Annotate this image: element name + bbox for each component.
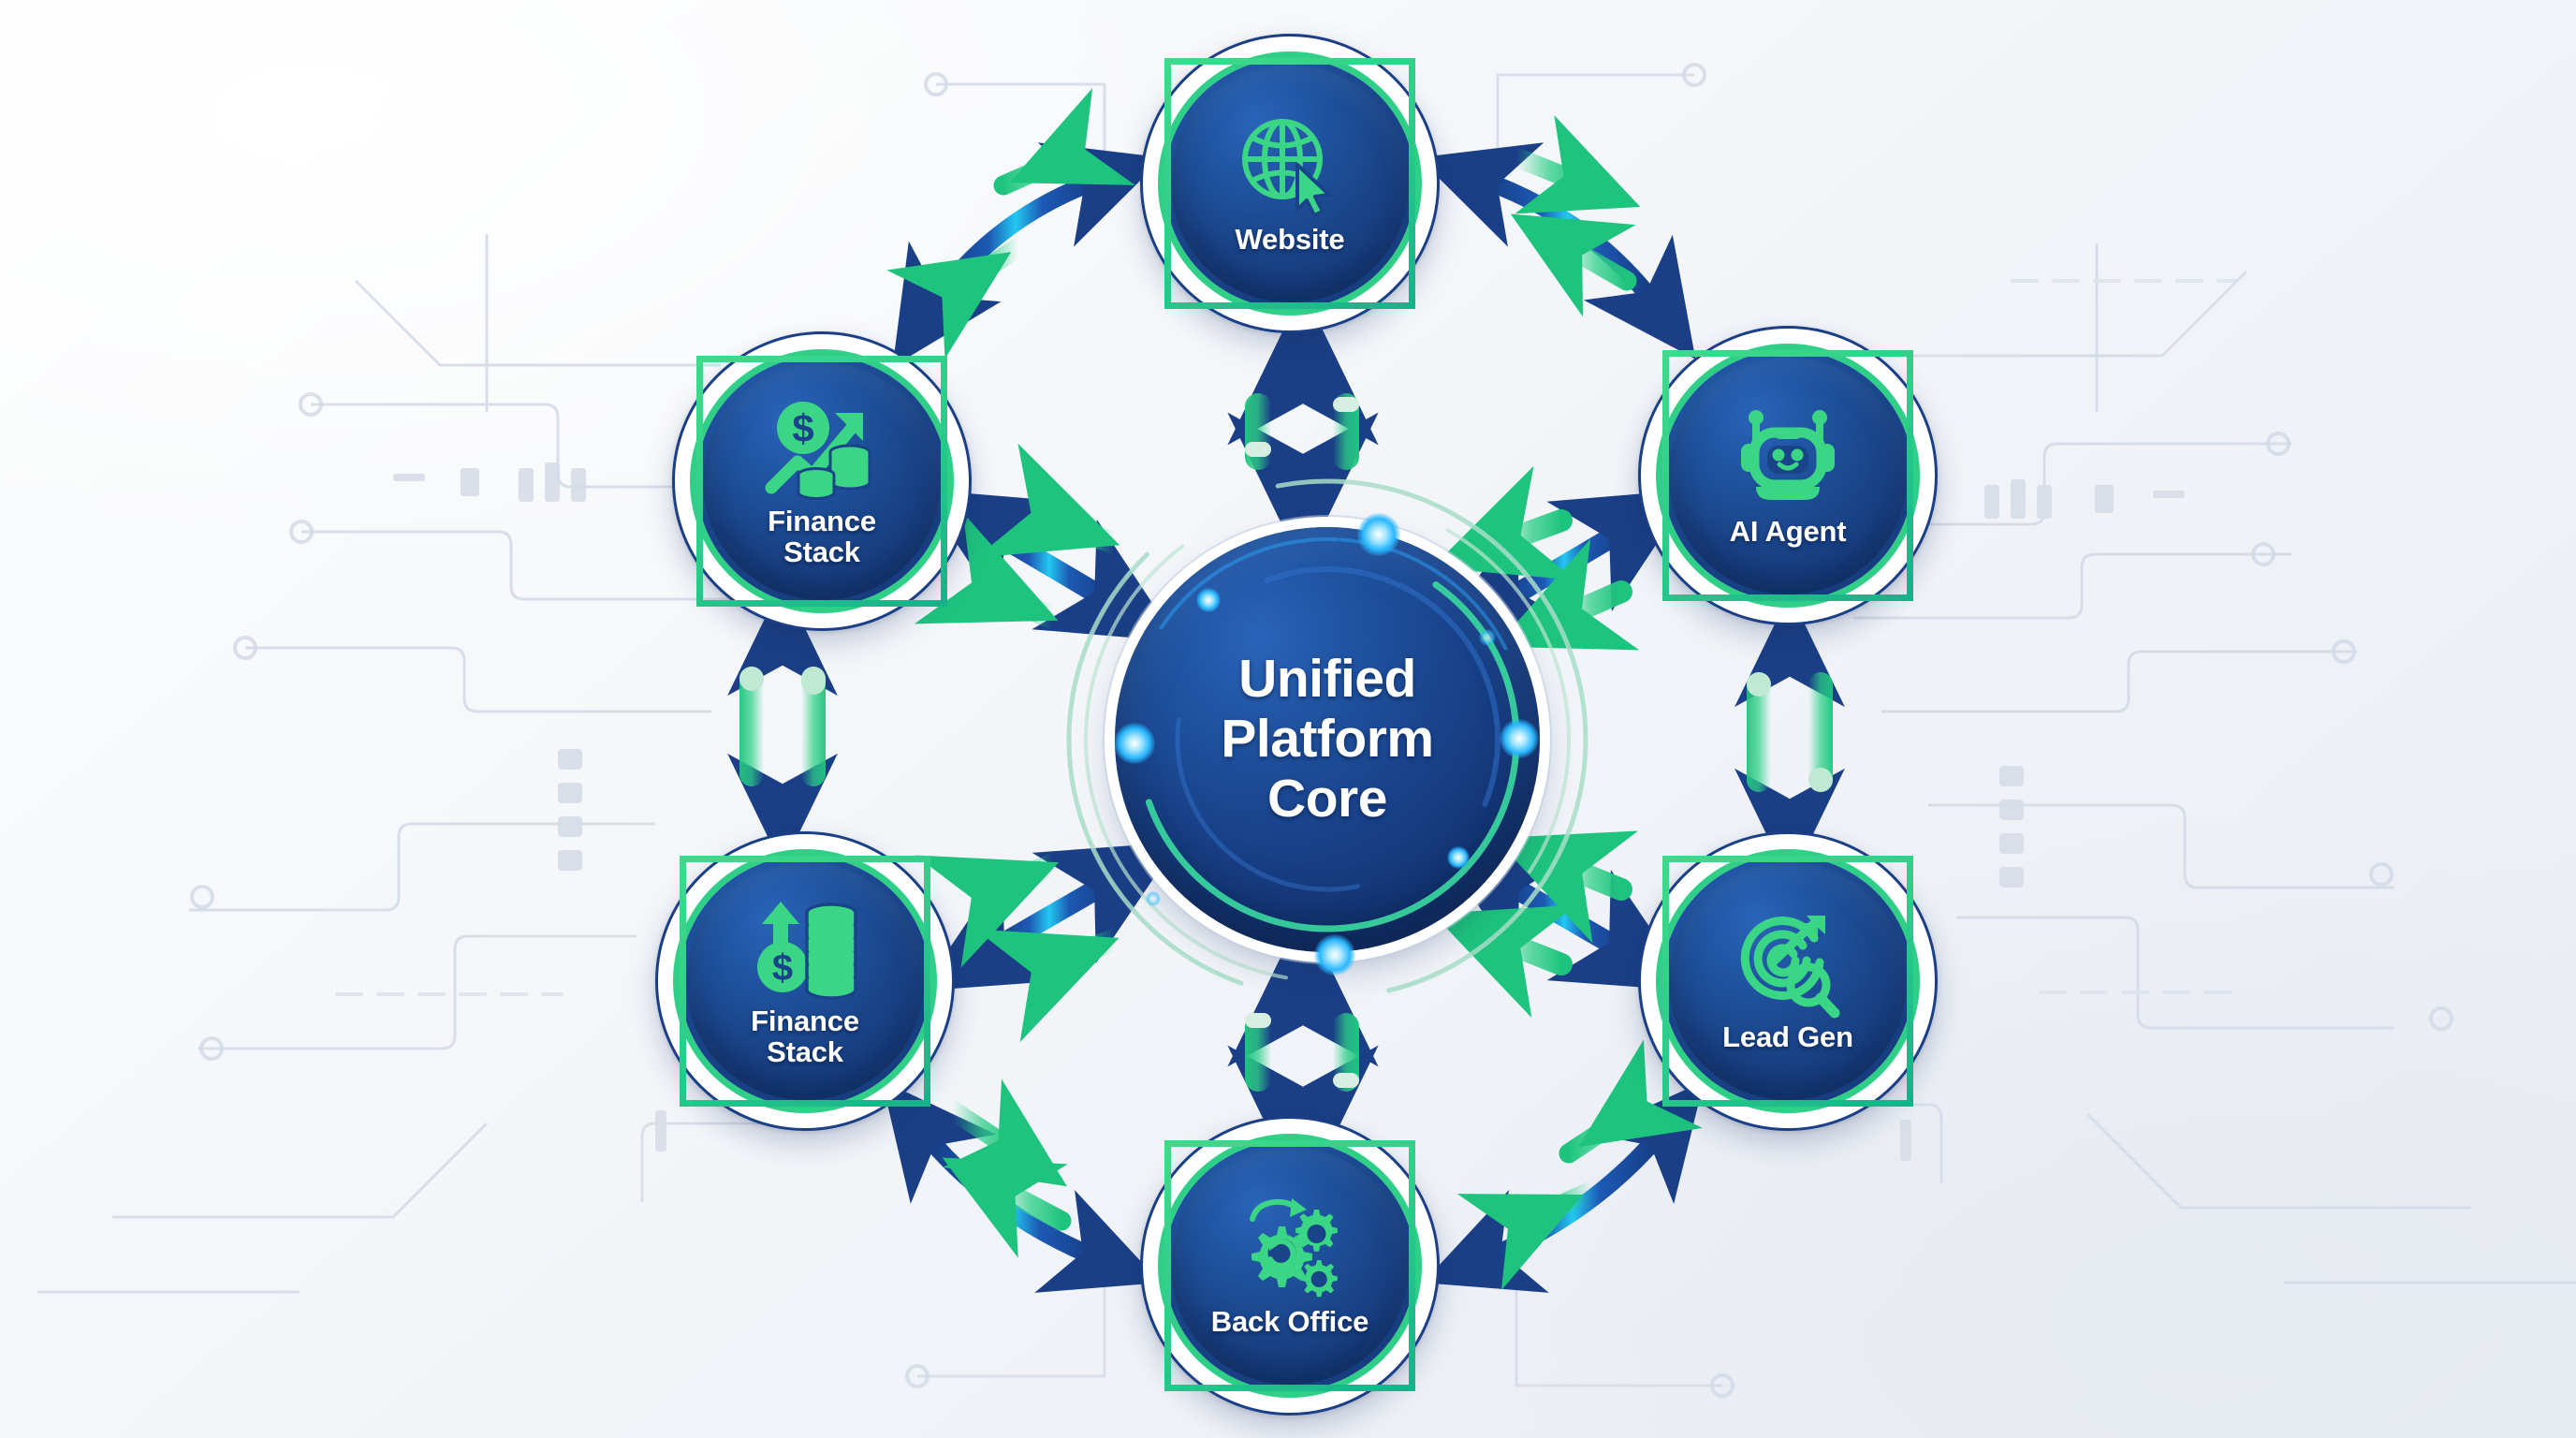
node-back-office[interactable]: Back Office — [1140, 1116, 1440, 1416]
node-website[interactable]: Website — [1140, 34, 1440, 333]
node-lead-gen-inner: Lead Gen — [1662, 856, 1913, 1107]
connector-website-to-aiagent — [1418, 115, 1696, 360]
globe-cursor-icon — [1242, 118, 1331, 217]
connector-leadgen-to-backoffice — [1423, 1039, 1705, 1293]
node-finance-stack-upper-label: Finance Stack — [758, 506, 886, 568]
node-lead-gen-label-line1: Lead Gen — [1722, 1020, 1853, 1053]
svg-text:$: $ — [792, 406, 813, 450]
node-finance-stack-lower-inner: $ Finance Stack — [680, 856, 930, 1107]
connector-website-to-finance-upper — [886, 88, 1164, 367]
node-website-label: Website — [1226, 222, 1354, 256]
core-glow-spark — [1146, 891, 1161, 906]
node-finance-stack-lower-label: Finance Stack — [741, 1005, 869, 1068]
node-finance-stack-upper-label-line1: Finance — [768, 505, 876, 538]
node-finance-stack-lower-label-line2: Stack — [767, 1035, 843, 1068]
node-back-office-label: Back Office — [1202, 1304, 1378, 1338]
node-website-label-line1: Website — [1235, 222, 1345, 256]
node-ai-agent[interactable]: AI Agent — [1638, 326, 1938, 625]
node-finance-stack-upper-inner: $ Finance Stack — [696, 356, 947, 607]
connector-finance-lower-to-upper — [727, 581, 838, 868]
node-finance-stack-upper-label-line2: Stack — [783, 536, 860, 568]
connector-core-to-backoffice — [1227, 910, 1379, 1202]
gears-refresh-icon — [1250, 1197, 1338, 1297]
node-back-office-label-line1: Back Office — [1210, 1304, 1369, 1338]
node-finance-stack-lower-label-line1: Finance — [751, 1005, 859, 1038]
dollar-growth-chart-icon: $ — [765, 402, 871, 501]
node-website-inner: Website — [1164, 58, 1415, 309]
connector-backoffice-to-finance-lower — [882, 1078, 1161, 1293]
node-back-office-inner: Back Office — [1164, 1140, 1415, 1391]
coins-arrow-up-icon: $ — [757, 902, 857, 1000]
core-disc: Unified Platform Core — [1115, 527, 1540, 952]
target-magnifier-icon — [1740, 915, 1840, 1019]
node-finance-stack-lower[interactable]: $ Finance Stack — [655, 831, 955, 1131]
robot-icon — [1741, 409, 1835, 500]
core-title: Unified Platform Core — [1221, 649, 1434, 829]
connector-core-to-website — [1227, 288, 1379, 569]
node-ai-agent-label-line1: AI Agent — [1729, 514, 1847, 548]
core-title-line3: Core — [1267, 768, 1387, 829]
node-ai-agent-label: AI Agent — [1720, 514, 1856, 548]
connector-aiagent-to-leadgen — [1734, 593, 1845, 883]
core-title-line1: Unified — [1238, 649, 1416, 710]
node-lead-gen-label: Lead Gen — [1713, 1020, 1863, 1053]
core-title-line2: Platform — [1221, 709, 1434, 770]
unified-platform-core[interactable]: Unified Platform Core — [1056, 468, 1599, 1011]
node-lead-gen[interactable]: Lead Gen — [1638, 831, 1938, 1131]
node-finance-stack-upper[interactable]: $ Finance Stack — [672, 331, 972, 631]
node-ai-agent-inner: AI Agent — [1662, 350, 1913, 601]
svg-text:$: $ — [772, 947, 793, 989]
